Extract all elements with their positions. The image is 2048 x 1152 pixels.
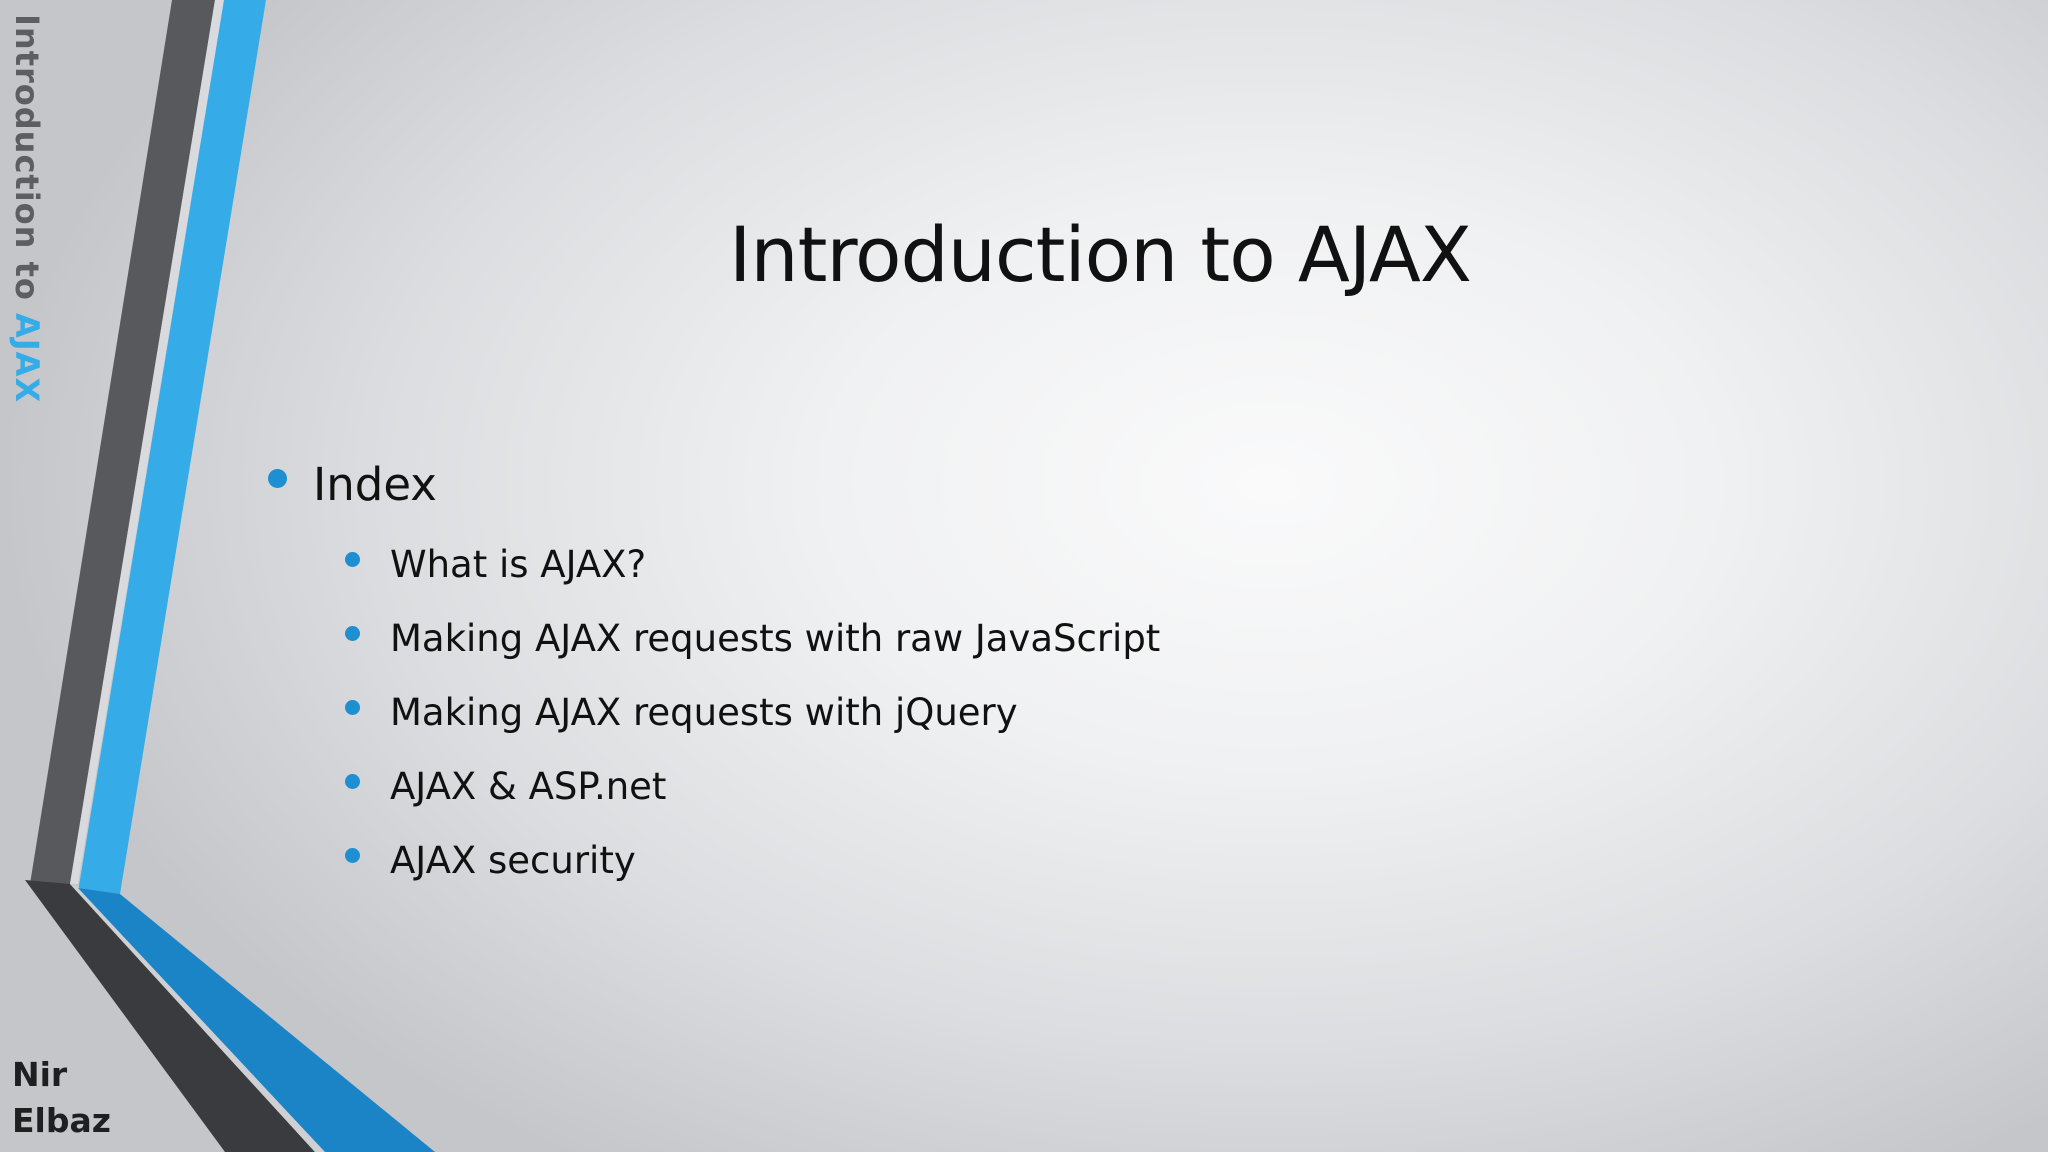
blue-diagonal [78,888,435,1152]
dark-diagonal [25,880,315,1152]
sub-bullet-jquery: Making AJAX requests with jQuery [390,691,1018,734]
side-title: Introduction to AJAX [8,14,46,403]
bullet-dot [345,848,360,863]
bullet-dot [345,552,360,567]
sub-bullet-security: AJAX security [390,839,636,882]
sub-bullet-what-is-ajax: What is AJAX? [390,543,647,586]
blue-stripe [78,0,266,894]
bullet-dot [345,626,360,641]
light-diagonal [70,884,325,1152]
slide-title: Introduction to AJAX [729,210,1472,299]
bullet-dot [345,774,360,789]
author-first-name: Nir [12,1055,68,1094]
bullet-dot [268,469,287,488]
sub-bullet-asp-net: AJAX & ASP.net [390,765,667,808]
dark-stripe [30,0,215,884]
sub-bullet-raw-javascript: Making AJAX requests with raw JavaScript [390,617,1161,660]
author-last-name: Elbaz [12,1101,111,1140]
side-title-accent: AJAX [8,313,46,404]
bullet-index: Index [313,458,437,511]
bullet-dot [345,700,360,715]
side-title-text: Introduction to [8,14,46,301]
author-name: Nir Elbaz [12,1052,111,1144]
light-stripe [70,0,224,884]
